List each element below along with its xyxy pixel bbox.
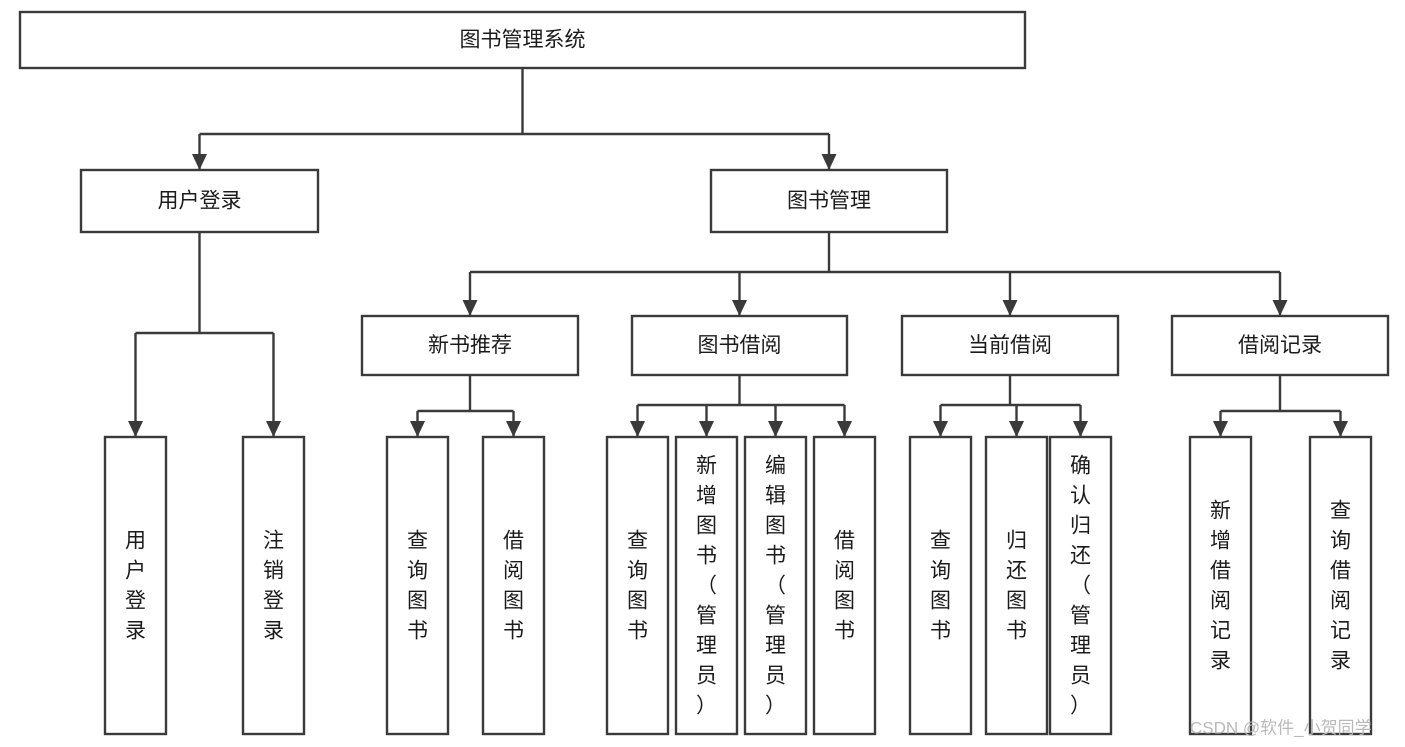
node-box[interactable] (1048, 435, 1113, 736)
node-leaf-1[interactable]: 注销登录 (241, 435, 306, 736)
csdn-watermark: CSDN @软件_小贺同学 (1190, 718, 1372, 737)
node-box[interactable] (709, 168, 949, 234)
node-box[interactable] (605, 435, 670, 736)
newbook-to-leaves-arrow-0 (410, 421, 425, 437)
bookmgmt-to-level3-arrow-2 (1002, 300, 1018, 316)
node-level3-3[interactable]: 借阅记录 (1170, 314, 1390, 377)
node-label: 确认归还（管理员） (1070, 455, 1091, 718)
node-box[interactable] (812, 435, 877, 736)
node-label: 借阅记录 (1238, 334, 1322, 357)
record-to-leaves-arrow-1 (1333, 421, 1348, 437)
node-leaf-6[interactable]: 编辑图书（管理员） (743, 435, 808, 736)
node-label: 查询图书 (407, 530, 428, 643)
node-label: 用户登录 (158, 190, 242, 213)
node-leaf-2[interactable]: 查询图书 (385, 435, 450, 736)
node-label: 图书借阅 (698, 334, 782, 357)
userlogin-to-leaves-arrow-1 (266, 421, 281, 437)
borrow-to-leaves-arrow-2 (768, 421, 783, 437)
node-leaf-9[interactable]: 归还图书 (984, 435, 1049, 736)
node-box[interactable] (481, 435, 546, 736)
node-label: 用户登录 (125, 530, 146, 643)
current-to-leaves-arrow-1 (1009, 421, 1024, 437)
node-layer: 图书管理系统用户登录图书管理新书推荐图书借阅当前借阅借阅记录用户登录注销登录查询… (18, 10, 1390, 736)
userlogin-to-leaves-arrow-0 (128, 421, 143, 437)
node-leaf-10[interactable]: 确认归还（管理员） (1048, 435, 1113, 736)
node-label: 图书管理 (787, 190, 871, 213)
root-to-level2-arrow-1 (821, 154, 837, 170)
node-box[interactable] (360, 314, 580, 377)
node-label: 新增图书（管理员） (696, 455, 717, 718)
borrow-to-leaves-arrow-3 (837, 421, 852, 437)
node-label: 借阅图书 (834, 530, 855, 643)
node-box[interactable] (984, 435, 1049, 736)
bookmgmt-to-level3-arrow-1 (732, 300, 747, 316)
node-box[interactable] (241, 435, 306, 736)
record-to-leaves-arrow-0 (1213, 421, 1228, 437)
node-leaf-11[interactable]: 新增借阅记录 (1188, 435, 1253, 736)
node-leaf-3[interactable]: 借阅图书 (481, 435, 546, 736)
node-box[interactable] (385, 435, 450, 736)
root-to-level2-arrow-0 (192, 154, 207, 170)
node-leaf-7[interactable]: 借阅图书 (812, 435, 877, 736)
node-leaf-4[interactable]: 查询图书 (605, 435, 670, 736)
current-to-leaves-arrow-2 (1073, 421, 1088, 437)
node-label: 借阅图书 (503, 530, 524, 643)
node-label: 新书推荐 (428, 334, 512, 357)
node-label: 查询借阅记录 (1330, 500, 1351, 673)
bookmgmt-to-level3-arrow-3 (1272, 300, 1288, 316)
node-box[interactable] (900, 314, 1120, 377)
node-level3-2[interactable]: 当前借阅 (900, 314, 1120, 377)
node-box[interactable] (630, 314, 849, 377)
node-box[interactable] (1170, 314, 1390, 377)
node-box[interactable] (79, 168, 320, 234)
node-root-0[interactable]: 图书管理系统 (18, 10, 1027, 70)
node-label: 当前借阅 (968, 334, 1052, 357)
node-box[interactable] (908, 435, 973, 736)
bookmgmt-to-level3-arrow-0 (462, 300, 478, 316)
node-label: 查询图书 (930, 530, 951, 643)
current-to-leaves-arrow-0 (933, 421, 948, 437)
node-leaf-8[interactable]: 查询图书 (908, 435, 973, 736)
newbook-to-leaves-arrow-1 (506, 421, 521, 437)
node-box[interactable] (1188, 435, 1253, 736)
node-box[interactable] (674, 435, 739, 736)
borrow-to-leaves-arrow-1 (699, 421, 714, 437)
node-leaf-5[interactable]: 新增图书（管理员） (674, 435, 739, 736)
node-label: 新增借阅记录 (1210, 500, 1231, 673)
node-leaf-0[interactable]: 用户登录 (103, 435, 168, 736)
node-leaf-12[interactable]: 查询借阅记录 (1308, 435, 1373, 736)
node-label: 查询图书 (627, 530, 648, 643)
node-level3-0[interactable]: 新书推荐 (360, 314, 580, 377)
node-box[interactable] (743, 435, 808, 736)
node-label: 注销登录 (263, 530, 284, 643)
node-label: 图书管理系统 (460, 29, 586, 52)
node-level3-1[interactable]: 图书借阅 (630, 314, 849, 377)
borrow-to-leaves-arrow-0 (630, 421, 645, 437)
node-box[interactable] (1308, 435, 1373, 736)
node-level2-0[interactable]: 用户登录 (79, 168, 320, 234)
node-level2-1[interactable]: 图书管理 (709, 168, 949, 234)
node-label: 编辑图书（管理员） (765, 455, 786, 718)
node-box[interactable] (18, 10, 1027, 70)
node-box[interactable] (103, 435, 168, 736)
connector-layer (128, 68, 1348, 437)
node-label: 归还图书 (1006, 530, 1027, 643)
